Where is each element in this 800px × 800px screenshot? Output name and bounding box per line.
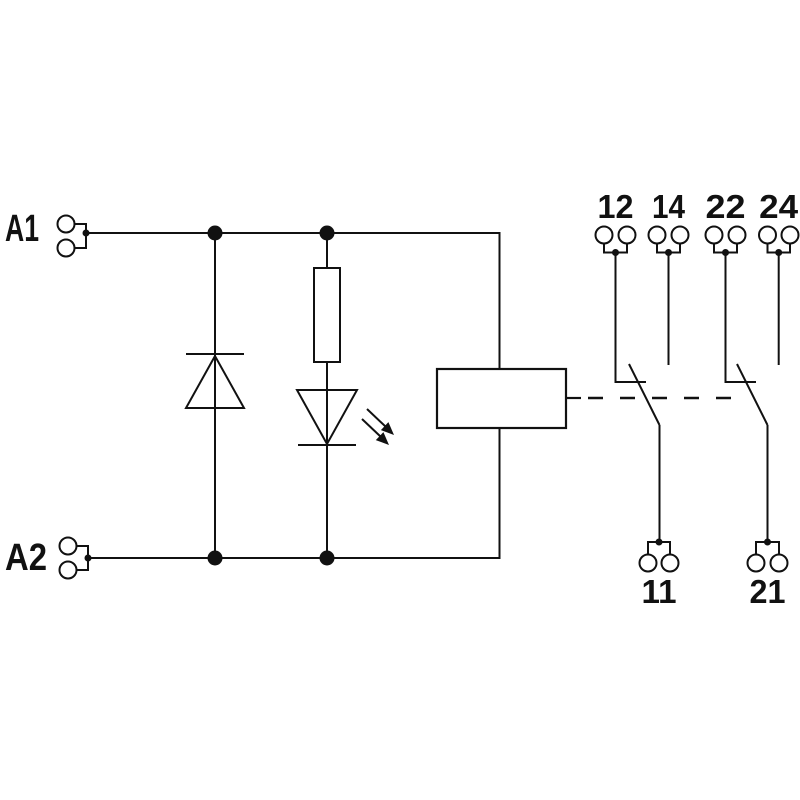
terminal-24-label: 24 xyxy=(759,188,799,225)
terminal-14-label: 14 xyxy=(652,188,686,225)
contact-lever xyxy=(628,363,661,426)
terminal-11: 11 xyxy=(638,538,680,610)
clamp-point-icon xyxy=(617,225,637,245)
clamp-point-icon xyxy=(780,225,800,245)
terminal-a1-label: A1 xyxy=(5,208,39,250)
clamp-point-icon xyxy=(769,553,789,573)
diode-triangle xyxy=(184,353,246,409)
changeover-contact-1: 12 14 xyxy=(594,188,690,610)
nc-contact-wire xyxy=(614,252,646,383)
clamp-point-icon xyxy=(758,225,777,245)
led-emission-arrows-icon xyxy=(361,408,394,445)
clamp-point-icon xyxy=(670,225,690,245)
terminal-12: 12 xyxy=(594,188,637,256)
terminal-22-label: 22 xyxy=(706,188,746,225)
status-led xyxy=(295,389,394,447)
clamp-point-icon xyxy=(58,560,78,580)
series-resistor xyxy=(313,233,341,558)
terminal-11-label: 11 xyxy=(642,573,677,610)
terminal-22: 22 xyxy=(704,188,747,256)
relay-coil-box xyxy=(435,367,568,430)
wire-a1-rail xyxy=(86,232,501,369)
nc-contact-wire xyxy=(724,252,756,383)
terminal-24: 24 xyxy=(758,188,800,256)
changeover-contact-2: 22 24 xyxy=(704,188,800,610)
terminal-a1: A1 xyxy=(5,208,90,258)
clamp-point-icon xyxy=(56,238,76,258)
clamp-point-icon xyxy=(56,214,76,234)
clamp-point-icon xyxy=(727,225,747,245)
terminal-12-label: 12 xyxy=(598,188,634,225)
terminal-21-label: 21 xyxy=(750,573,786,610)
terminal-a2: A2 xyxy=(5,536,92,580)
clamp-point-icon xyxy=(746,553,766,573)
node-dot xyxy=(655,538,663,546)
terminal-a2-label: A2 xyxy=(5,537,47,579)
clamp-point-icon xyxy=(647,225,667,245)
wire-a2-rail xyxy=(88,428,501,559)
clamp-point-icon xyxy=(594,225,614,245)
node-dot xyxy=(764,538,771,546)
terminal-14: 14 xyxy=(647,188,690,256)
resistor-body xyxy=(313,267,341,363)
clamp-point-icon xyxy=(660,553,680,573)
terminal-21: 21 xyxy=(746,538,789,610)
led-triangle xyxy=(295,389,359,447)
clamp-point-icon xyxy=(704,225,724,245)
suppression-diode xyxy=(184,233,246,558)
clamp-point-icon xyxy=(638,553,658,573)
contact-lever xyxy=(736,363,769,426)
clamp-point-icon xyxy=(58,536,78,556)
